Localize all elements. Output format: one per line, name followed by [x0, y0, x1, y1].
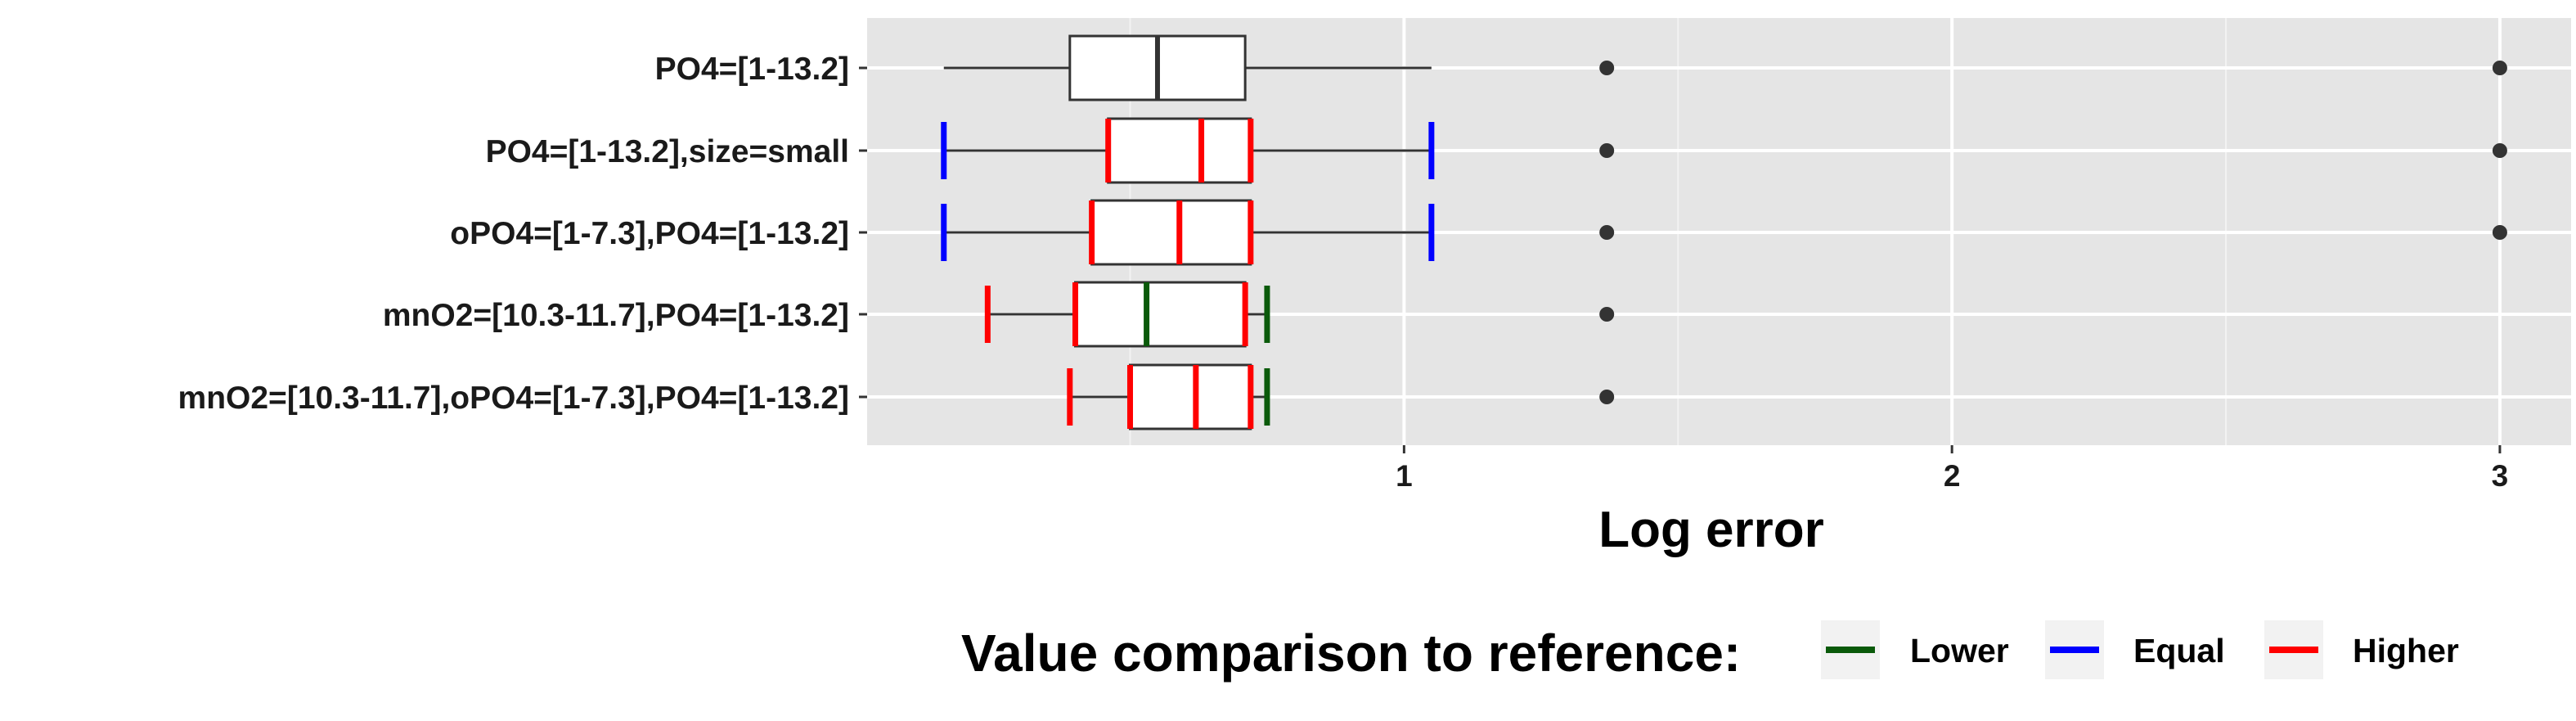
y-axis-labels: PO4=[1-13.2] PO4=[1-13.2],size=small oPO4=…: [178, 52, 849, 416]
outlier-point: [1599, 143, 1615, 158]
y-tick-label: oPO4=[1-7.3],PO4=[1-13.2]: [450, 216, 849, 251]
x-axis: 1 2 3: [1396, 445, 2508, 493]
box-group: [1067, 363, 1615, 430]
legend: Value comparison to reference: Lower Equa…: [961, 620, 2459, 683]
legend-label-higher: Higher: [2353, 632, 2459, 669]
box-group: [984, 281, 1615, 348]
box-group: [941, 117, 2507, 184]
x-tick-label: 1: [1396, 459, 1413, 493]
y-tick-label: mnO2=[10.3-11.7],PO4=[1-13.2]: [383, 298, 849, 333]
outlier-point: [1599, 61, 1615, 75]
outlier-point: [2492, 225, 2507, 240]
y-axis-ticks: [859, 66, 867, 399]
legend-label-equal: Equal: [2133, 632, 2225, 669]
y-tick-label: mnO2=[10.3-11.7],oPO4=[1-7.3],PO4=[1-13.…: [178, 381, 849, 416]
outlier-point: [1599, 307, 1615, 322]
y-tick-label: PO4=[1-13.2]: [655, 52, 849, 87]
legend-label-lower: Lower: [1910, 632, 2009, 669]
x-axis-title: Log error: [1598, 502, 1824, 558]
box-iqr: [1090, 199, 1252, 266]
outlier-point: [1599, 390, 1615, 404]
box-iqr: [1074, 281, 1247, 348]
y-tick-label: PO4=[1-13.2],size=small: [486, 134, 849, 169]
outlier-point: [2492, 143, 2507, 158]
box-group: [941, 199, 2507, 266]
outlier-point: [2492, 61, 2507, 75]
box-group: [943, 34, 2507, 101]
outlier-point: [1599, 225, 1615, 240]
box-iqr: [1128, 363, 1252, 430]
x-tick-label: 3: [2492, 459, 2509, 493]
x-tick-label: 2: [1944, 459, 1961, 493]
boxes-layer: [941, 34, 2507, 430]
box-iqr: [1107, 117, 1252, 184]
legend-title: Value comparison to reference:: [961, 624, 1741, 683]
